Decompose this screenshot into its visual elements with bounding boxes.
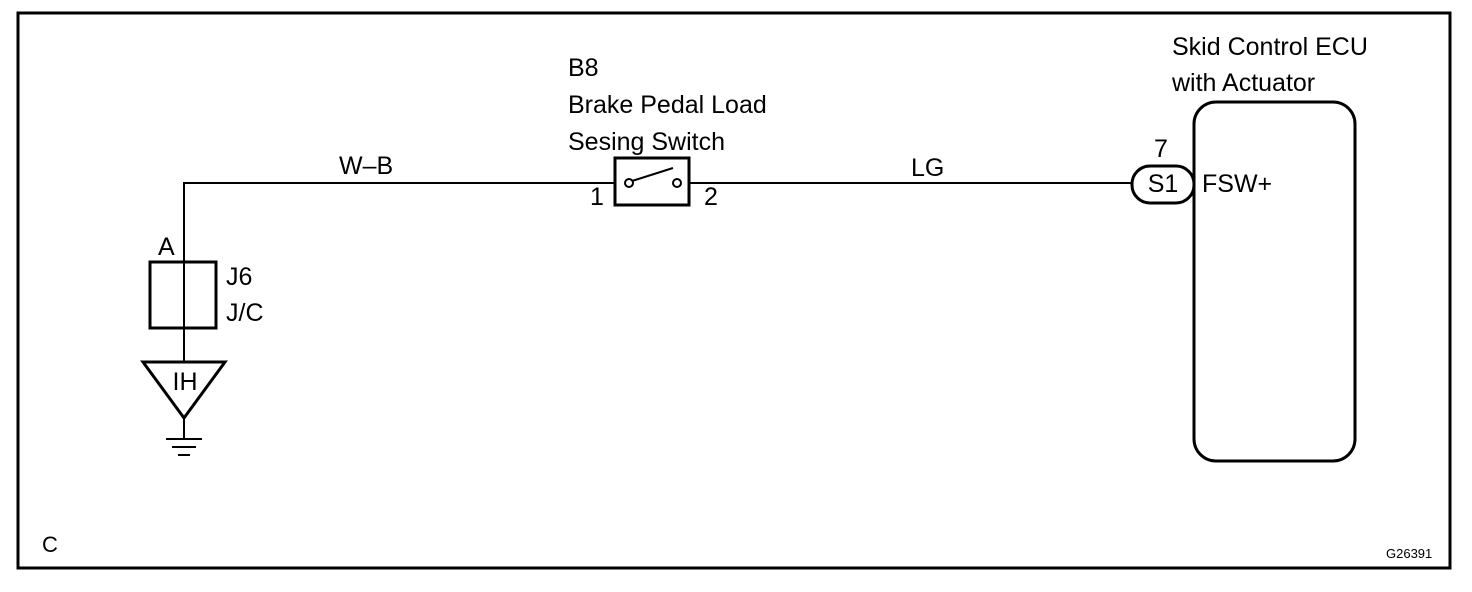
wire-label-wb: W–B: [339, 152, 394, 180]
ecu-terminal-label: FSW+: [1202, 170, 1273, 198]
ecu-connector-label: S1: [1147, 170, 1179, 198]
brake-switch-symbol: [613, 156, 691, 207]
diagram-frame: [16, 11, 1452, 570]
switch-name-line1: Brake Pedal Load: [568, 91, 767, 119]
ecu-pin-number: 7: [1154, 135, 1168, 163]
junction-code: J6: [226, 263, 253, 291]
wire-label-lg: LG: [911, 154, 945, 182]
junction-type: J/C: [226, 299, 264, 327]
switch-pin-1: 1: [590, 183, 604, 211]
switch-pin-2: 2: [704, 183, 718, 211]
corner-label: C: [42, 532, 58, 557]
wire-wb: [183, 182, 617, 262]
junction-pin-label: A: [158, 233, 175, 261]
switch-code: B8: [568, 54, 599, 82]
ecu-name-line2: with Actuator: [1172, 69, 1316, 97]
ground-point-triangle: [140, 360, 228, 421]
ecu-body: [1192, 100, 1357, 463]
ground-label: IH: [172, 368, 198, 396]
switch-name-line2: Sesing Switch: [568, 128, 726, 156]
ecu-name-line1: Skid Control ECU: [1172, 33, 1368, 61]
figure-code: G26391: [1386, 546, 1433, 561]
ground-icon: [166, 438, 202, 456]
